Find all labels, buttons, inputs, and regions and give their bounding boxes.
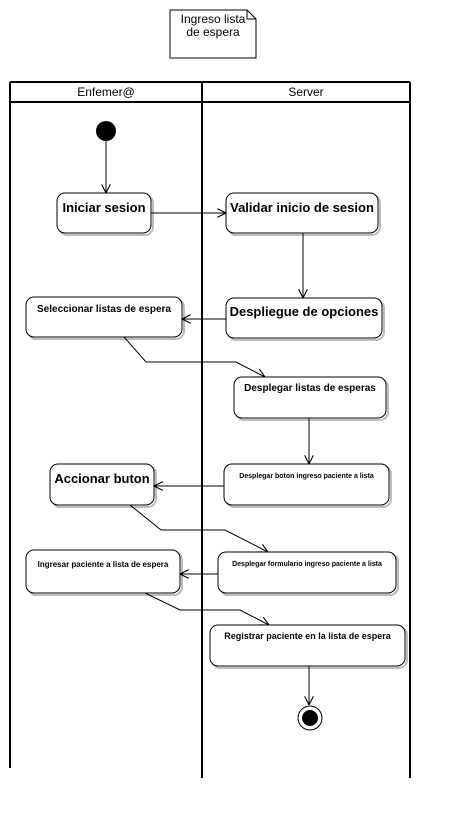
action-ingresar-paciente: Ingresar paciente a lista de espera bbox=[37, 559, 169, 569]
action-despliegue-opciones: Despliegue de opciones bbox=[229, 303, 379, 319]
action-validar-inicio-sesion: Validar inicio de sesion bbox=[230, 199, 374, 215]
flow-ingresar-registrar bbox=[144, 592, 269, 625]
action-box-desplegar-formulario bbox=[217, 551, 397, 594]
lane-header-enfermera: Enfemer@ bbox=[77, 85, 135, 99]
note-title: Ingreso lista de espera bbox=[180, 12, 246, 39]
initial-node bbox=[96, 121, 116, 141]
action-shadows bbox=[27, 194, 408, 669]
control-flows bbox=[106, 141, 309, 705]
action-desplegar-boton: Desplegar boton ingreso paciente a lista bbox=[239, 472, 374, 480]
action-boxes bbox=[25, 192, 406, 667]
action-box-registrar-paciente bbox=[209, 624, 406, 667]
lane-header-server: Server bbox=[288, 85, 324, 99]
final-node bbox=[297, 705, 323, 731]
action-seleccionar-listas: Seleccionar listas de espera bbox=[37, 303, 171, 315]
action-desplegar-formulario: Desplegar formulario ingreso paciente a … bbox=[232, 560, 382, 568]
action-box-despliegue-opciones bbox=[225, 297, 383, 339]
diagram-note: Ingreso lista de espera bbox=[170, 10, 256, 58]
flow-seleccionar-desplegar-listas bbox=[123, 336, 265, 377]
action-desplegar-listas: Desplegar listas de esperas bbox=[244, 382, 376, 394]
action-registrar-paciente: Registrar paciente en la lista de espera bbox=[224, 631, 391, 641]
swimlane-frame bbox=[9, 81, 411, 778]
action-iniciar-sesion: Iniciar sesion bbox=[62, 199, 146, 215]
action-box-desplegar-boton bbox=[223, 463, 390, 506]
flow-accionar-formulario bbox=[129, 504, 268, 552]
action-accionar-boton: Accionar buton bbox=[54, 470, 150, 486]
note-shape bbox=[169, 9, 257, 59]
action-box-desplegar-listas bbox=[233, 376, 387, 419]
